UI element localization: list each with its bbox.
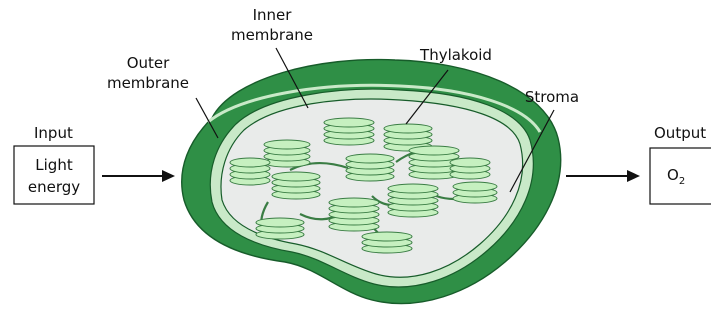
thylakoid-disc	[324, 118, 374, 127]
granum-stack	[256, 218, 304, 239]
thylakoid-disc	[453, 182, 497, 191]
outer-membrane-label-line1: Outer	[127, 54, 170, 72]
output-heading: Output	[654, 124, 706, 142]
granum-stack	[362, 232, 412, 253]
thylakoid-disc	[329, 198, 379, 207]
thylakoid-disc	[388, 184, 438, 193]
thylakoid-disc	[230, 158, 270, 167]
input-box-line2: energy	[28, 178, 80, 196]
granum-stack	[272, 172, 320, 199]
granum-stack	[324, 118, 374, 145]
inner-membrane-label-line2: membrane	[231, 26, 313, 44]
granum-stack	[450, 158, 490, 179]
output-arrow	[566, 170, 640, 182]
granum-stack	[346, 154, 394, 181]
thylakoid-disc	[409, 146, 459, 155]
thylakoid-disc	[362, 232, 412, 241]
thylakoid-disc	[384, 124, 432, 133]
input-heading: Input	[34, 124, 73, 142]
granum-stack	[329, 198, 379, 231]
thylakoid-disc	[450, 158, 490, 167]
thylakoid-disc	[272, 172, 320, 181]
granum-stack	[388, 184, 438, 217]
outer-membrane-label-line2: membrane	[107, 74, 189, 92]
granum-stack	[230, 158, 270, 185]
thylakoid-disc	[346, 154, 394, 163]
granum-stack	[264, 140, 310, 167]
granum-stack	[453, 182, 497, 203]
thylakoid-disc	[264, 140, 310, 149]
thylakoid-disc	[256, 218, 304, 227]
thylakoid-label: Thylakoid	[419, 46, 492, 64]
input-arrow	[102, 170, 175, 182]
stroma-label: Stroma	[525, 88, 579, 106]
input-box-line1: Light	[35, 156, 73, 174]
chloroplast	[182, 60, 561, 304]
inner-membrane-label-line1: Inner	[253, 6, 293, 24]
